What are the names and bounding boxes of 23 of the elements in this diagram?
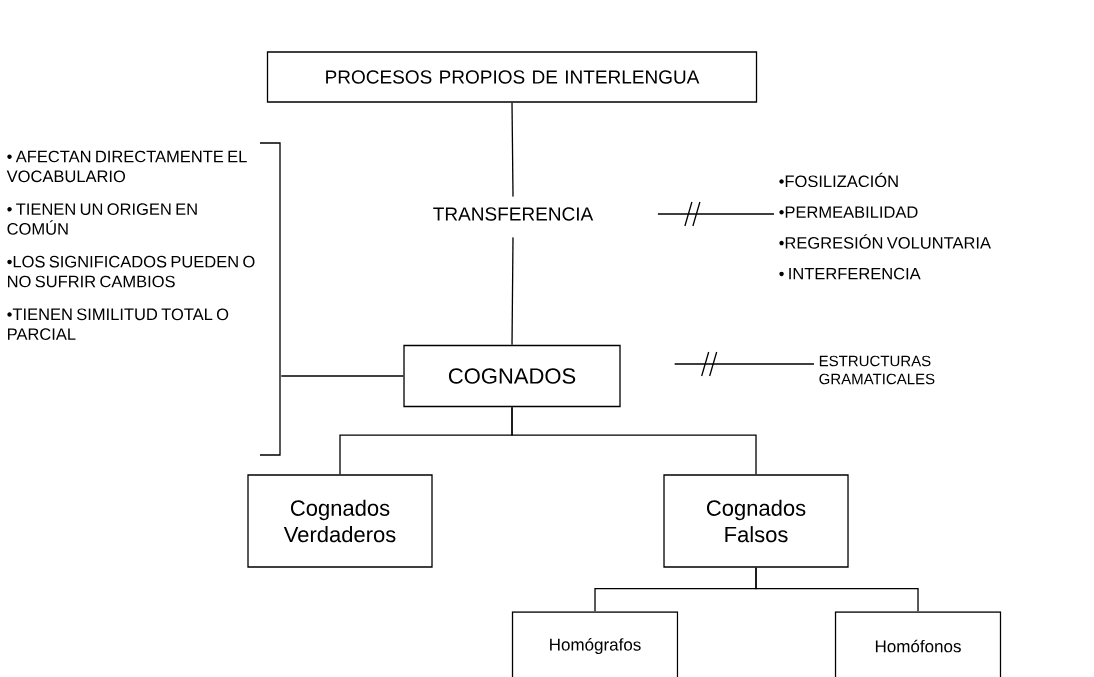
subcategory-box: Homógrafos [511,611,679,677]
note-text: ESTRUCTURAS GRAMATICALES [819,355,935,385]
list-item: •TIENEN SIMILITUD TOTAL O PARCIAL [7,308,229,340]
list-item: •PERMEABILIDAD [779,206,918,218]
connector [511,236,514,346]
list-item: • AFECTAN DIRECTAMENTE EL VOCABULARIO [6,150,247,183]
connector [511,102,514,198]
list-item: •FOSILIZACIÓN [779,172,898,188]
list-item: •REGRESIÓN VOLUNTARIA [779,234,991,249]
list-item: •LOS SIGNIFICADOS PUEDEN O NO SUFRIR CAMBIOS [7,255,255,288]
concept-label: TRANSFERENCIA [433,207,594,221]
concept-box: COGNADOS [403,344,621,408]
list-item: • TIENEN UN ORIGEN EN COMÚN [7,203,197,235]
connector [657,201,775,227]
connector [674,351,815,377]
connector [511,406,757,475]
category-box: Cognados Verdaderos [247,474,433,568]
connector [280,375,404,377]
title-box: PROCESOS PROPIOS DE INTERLENGUA [266,51,758,103]
list-item: • INTERFERENCIA [779,267,921,280]
subcategory-box: Homófonos [834,611,1002,677]
connector [755,567,919,612]
category-box: Cognados Falsos [663,474,849,568]
